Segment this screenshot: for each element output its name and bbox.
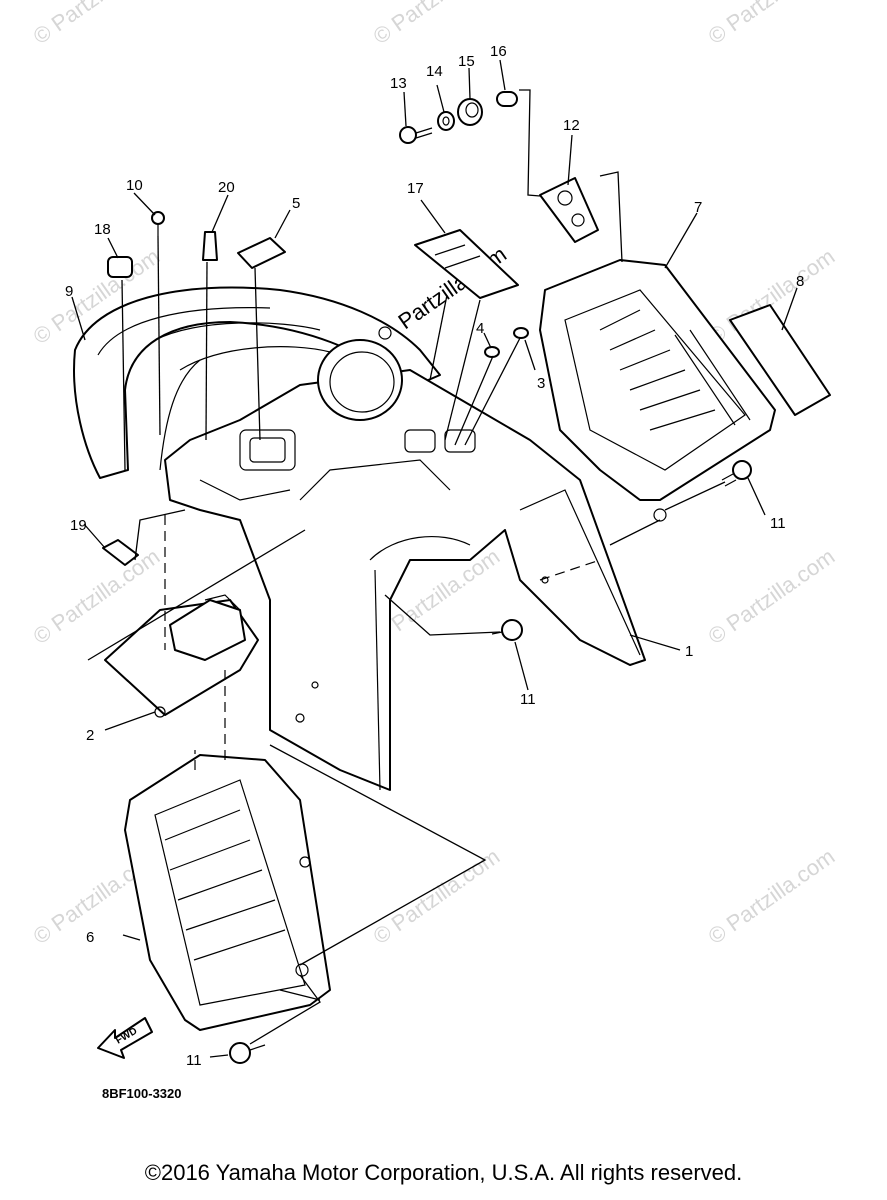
callout-11-right: 11 bbox=[770, 515, 786, 532]
callout-7: 7 bbox=[694, 199, 702, 216]
part-8-right-plate bbox=[729, 304, 831, 416]
part-16-collar bbox=[496, 91, 518, 107]
callout-5: 5 bbox=[292, 195, 300, 212]
watermark: © Partzilla.com bbox=[704, 544, 840, 650]
callout-8: 8 bbox=[796, 273, 804, 290]
callout-20: 20 bbox=[218, 179, 235, 196]
leader-lines bbox=[71, 59, 798, 1058]
part-5-plate bbox=[237, 237, 286, 269]
callout-13: 13 bbox=[390, 75, 407, 92]
callout-16: 16 bbox=[490, 43, 507, 60]
callout-9: 9 bbox=[65, 283, 73, 300]
callouts: 1 2 3 4 5 6 7 8 9 10 11 11 11 11 12 13 1… bbox=[65, 43, 804, 1069]
callout-11-center: 11 bbox=[520, 691, 536, 708]
part-7-right-grille bbox=[539, 259, 776, 522]
part-18-cap bbox=[107, 256, 133, 278]
part-10-screw bbox=[151, 211, 165, 236]
part-12-bracket bbox=[539, 177, 599, 243]
part-11-bolt bbox=[491, 619, 523, 641]
copyright-notice: ©2016 Yamaha Motor Corporation, U.S.A. A… bbox=[144, 1160, 743, 1185]
callout-14: 14 bbox=[426, 63, 443, 80]
part-15-grommet bbox=[457, 98, 483, 126]
part-17-pad bbox=[414, 229, 519, 299]
watermark: © Partzilla.com bbox=[704, 0, 840, 49]
callout-4: 4 bbox=[476, 320, 484, 337]
callout-6: 6 bbox=[86, 929, 94, 946]
part-6-left-grille bbox=[124, 754, 331, 1031]
part-19-clip bbox=[102, 539, 139, 566]
callout-19: 19 bbox=[70, 517, 87, 534]
part-14-washer bbox=[437, 111, 455, 131]
part-20-clip bbox=[202, 231, 218, 261]
part-11-bolt bbox=[229, 1042, 266, 1064]
part-4-grommet bbox=[484, 346, 500, 358]
callout-3: 3 bbox=[537, 375, 545, 392]
callout-12: 12 bbox=[563, 117, 580, 134]
callout-18: 18 bbox=[94, 221, 111, 238]
watermark: © Partzilla.com bbox=[29, 0, 165, 49]
callout-15: 15 bbox=[458, 53, 475, 70]
callout-11-bottom: 11 bbox=[186, 1052, 202, 1069]
fwd-arrow-icon: FWD bbox=[97, 1017, 153, 1059]
part-3-grommet bbox=[513, 327, 529, 339]
part-2-switch-cover bbox=[104, 594, 259, 718]
diagram-code: 8BF100-3320 bbox=[102, 1086, 182, 1101]
callout-1: 1 bbox=[685, 643, 693, 660]
callout-17: 17 bbox=[407, 180, 424, 197]
part-11-bolt bbox=[721, 460, 752, 487]
callout-10: 10 bbox=[126, 177, 143, 194]
part-13-bolt bbox=[399, 126, 433, 144]
watermark: © Partzilla.com bbox=[369, 0, 505, 49]
part-1-body-cover bbox=[164, 339, 646, 791]
callout-2: 2 bbox=[86, 727, 94, 744]
watermark: © Partzilla.com bbox=[704, 844, 840, 950]
